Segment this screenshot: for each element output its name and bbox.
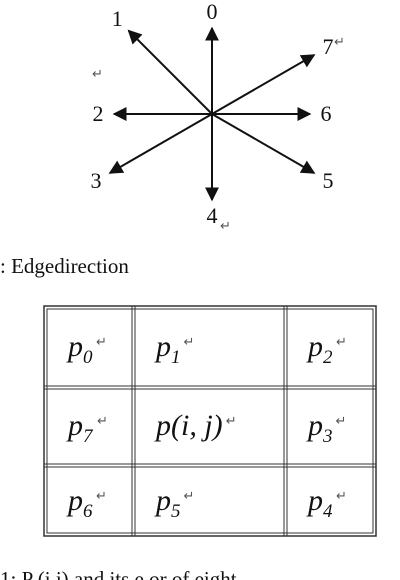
direction-arrow-5 [211, 113, 316, 174]
return-mark: ↵ [336, 489, 347, 504]
grid-cell-0-0: p0 [66, 330, 93, 368]
direction-label-7: 7 [323, 34, 334, 59]
direction-arrow-3 [108, 113, 213, 174]
grid-cell-1-2: p3 [306, 409, 333, 447]
grid-cell-2-1: p5 [154, 484, 181, 522]
cell-subscript: 7 [83, 426, 94, 447]
cell-symbol: p [66, 330, 83, 363]
direction-label-3: 3 [91, 168, 102, 193]
figure-caption-top: : Edgedirection [0, 254, 129, 278]
direction-arrow-7 [211, 54, 316, 115]
cell-subscript: 3 [322, 426, 333, 447]
return-mark: ↵ [96, 489, 107, 504]
direction-label-5: 5 [323, 168, 334, 193]
grid-cell-1-0: p7 [66, 409, 94, 447]
cell-symbol: p [66, 409, 83, 442]
cell-subscript: 6 [83, 501, 93, 522]
cell-symbol: p [306, 330, 323, 363]
direction-label-4: 4 [207, 203, 218, 228]
cell-symbol: p [306, 484, 323, 517]
cell-symbol: p [154, 330, 171, 363]
cell-symbol: p [306, 409, 323, 442]
direction-label-6: 6 [321, 101, 332, 126]
return-mark: ↵ [92, 67, 103, 82]
return-mark: ↵ [336, 414, 347, 429]
return-mark: ↵ [334, 35, 345, 50]
figure-caption-bottom: 1: P (i,j) and its e or of eight [0, 567, 237, 580]
neighborhood-grid: p0↵p1↵p2↵p7↵p(i, j)↵p3↵p6↵p5↵p4↵ [43, 305, 377, 537]
return-mark: ↵ [336, 335, 347, 350]
return-mark: ↵ [184, 489, 195, 504]
return-mark: ↵ [220, 219, 231, 234]
cell-subscript: 4 [323, 501, 333, 522]
direction-label-0: 0 [207, 0, 218, 24]
grid-cell-0-2: p2 [306, 330, 333, 368]
grid-cell-1-1: p(i, j) [154, 409, 223, 442]
grid-cell-2-0: p6 [66, 484, 93, 522]
return-mark: ↵ [96, 335, 107, 350]
cell-symbol: p(i, j) [154, 409, 223, 442]
grid-cell-2-2: p4 [306, 484, 333, 522]
grid-outer-border [43, 305, 377, 537]
direction-label-2: 2 [93, 101, 104, 126]
cell-symbol: p [66, 484, 83, 517]
cell-symbol: p [154, 484, 171, 517]
direction-compass: 0 1 2 3 4 5 6 7 [91, 0, 334, 228]
grid-inner-border [46, 308, 374, 534]
cell-subscript: 0 [83, 347, 93, 368]
return-mark: ↵ [97, 414, 108, 429]
direction-label-1: 1 [112, 6, 123, 31]
cell-subscript: 1 [171, 347, 181, 368]
cell-subscript: 2 [323, 347, 333, 368]
cell-subscript: 5 [171, 501, 181, 522]
direction-arrow-1 [127, 29, 213, 115]
return-mark: ↵ [226, 414, 237, 429]
return-mark: ↵ [184, 335, 195, 350]
grid-cell-0-1: p1 [154, 330, 181, 368]
